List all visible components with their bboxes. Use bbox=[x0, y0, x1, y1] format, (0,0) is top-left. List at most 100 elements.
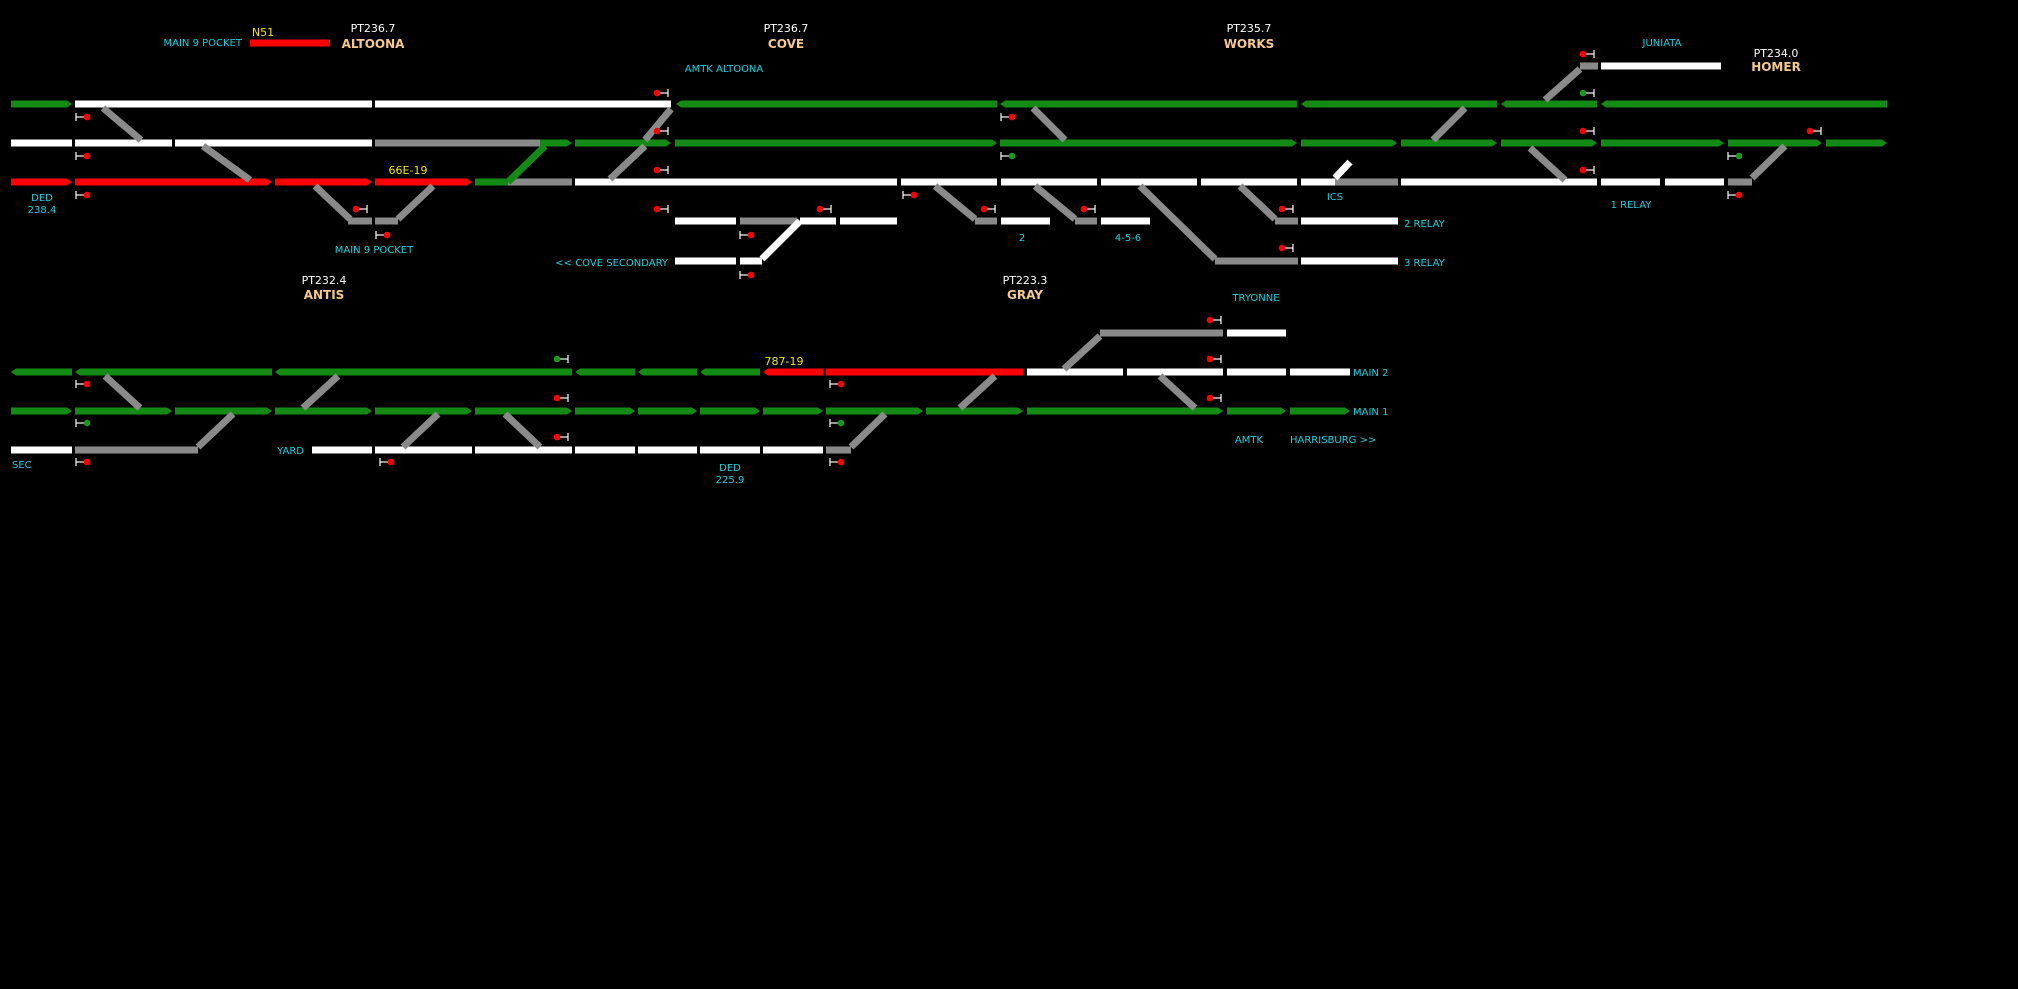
track-circuit-82[interactable] bbox=[700, 368, 760, 376]
track-circuit-98[interactable] bbox=[575, 407, 635, 415]
signal-21[interactable] bbox=[1579, 89, 1595, 97]
track-circuit-120[interactable] bbox=[400, 411, 441, 450]
signal-5[interactable] bbox=[653, 166, 669, 174]
track-circuit-63[interactable] bbox=[505, 143, 548, 185]
track-circuit-60[interactable] bbox=[200, 143, 253, 183]
signal-7[interactable] bbox=[352, 205, 368, 213]
track-circuit-22[interactable] bbox=[1501, 139, 1597, 147]
track-circuit-76[interactable] bbox=[1749, 143, 1788, 181]
cp-homer-name[interactable]: HOMER bbox=[1751, 60, 1801, 74]
track-circuit-121[interactable] bbox=[502, 411, 543, 450]
signal-19[interactable] bbox=[1278, 244, 1294, 252]
cp-gray-name[interactable]: GRAY bbox=[1007, 288, 1043, 302]
signal-17[interactable] bbox=[1080, 205, 1096, 213]
track-circuit-70[interactable] bbox=[1137, 183, 1218, 262]
track-circuit-80[interactable] bbox=[575, 368, 635, 376]
track-circuit-94[interactable] bbox=[175, 407, 272, 415]
signal-23[interactable] bbox=[1579, 166, 1595, 174]
track-circuit-106[interactable] bbox=[1290, 407, 1350, 415]
signal-24[interactable] bbox=[1806, 127, 1822, 135]
track-circuit-83[interactable] bbox=[763, 368, 823, 376]
track-circuit-77[interactable] bbox=[11, 368, 72, 376]
signal-34[interactable] bbox=[829, 380, 845, 388]
track-circuit-71[interactable] bbox=[1237, 183, 1278, 222]
track-circuit-20[interactable] bbox=[1301, 139, 1397, 147]
signal-31[interactable] bbox=[553, 355, 569, 363]
signal-10[interactable] bbox=[739, 231, 755, 239]
signal-28[interactable] bbox=[75, 419, 91, 427]
signal-33[interactable] bbox=[553, 433, 569, 441]
train-tag-787-19[interactable]: 787-19 bbox=[765, 355, 804, 368]
signal-29[interactable] bbox=[75, 458, 91, 466]
track-circuit-24[interactable] bbox=[1728, 139, 1822, 147]
track-circuit-74[interactable] bbox=[1542, 66, 1583, 103]
signal-16[interactable] bbox=[980, 205, 996, 213]
track-circuit-25[interactable] bbox=[1826, 139, 1887, 147]
signal-27[interactable] bbox=[75, 380, 91, 388]
cp-antis-name[interactable]: ANTIS bbox=[304, 288, 345, 302]
track-circuit-124[interactable] bbox=[1157, 373, 1198, 411]
train-tag-n51[interactable]: N51 bbox=[252, 26, 274, 39]
signal-22[interactable] bbox=[1579, 127, 1595, 135]
track-circuit-95[interactable] bbox=[275, 407, 372, 415]
signal-14[interactable] bbox=[1000, 152, 1016, 160]
signal-25[interactable] bbox=[1727, 152, 1743, 160]
signal-26[interactable] bbox=[1727, 191, 1743, 199]
signal-8[interactable] bbox=[375, 231, 391, 239]
signal-18[interactable] bbox=[1278, 205, 1294, 213]
track-circuit-91[interactable] bbox=[1061, 333, 1103, 372]
track-circuit-18[interactable] bbox=[675, 139, 997, 147]
track-circuit-62[interactable] bbox=[395, 183, 436, 222]
track-circuit-122[interactable] bbox=[848, 411, 888, 450]
track-circuit-26[interactable] bbox=[11, 178, 72, 186]
track-circuit-2[interactable] bbox=[11, 100, 72, 108]
signal-20[interactable] bbox=[1579, 50, 1595, 58]
signal-1[interactable] bbox=[653, 89, 669, 97]
track-circuit-123[interactable] bbox=[957, 373, 998, 411]
track-circuit-64[interactable] bbox=[607, 143, 648, 182]
track-circuit-75[interactable] bbox=[1527, 145, 1568, 183]
track-circuit-72[interactable] bbox=[1332, 159, 1353, 181]
track-circuit-96[interactable] bbox=[375, 407, 472, 415]
signal-3[interactable] bbox=[653, 127, 669, 135]
cp-cove-name[interactable]: COVE bbox=[768, 37, 804, 51]
signal-35[interactable] bbox=[829, 419, 845, 427]
track-circuit-66[interactable] bbox=[759, 218, 803, 262]
track-circuit-99[interactable] bbox=[638, 407, 697, 415]
signal-38[interactable] bbox=[1206, 355, 1222, 363]
track-circuit-23[interactable] bbox=[1601, 139, 1724, 147]
signal-2[interactable] bbox=[75, 113, 91, 121]
track-circuit-6[interactable] bbox=[1000, 100, 1297, 108]
track-circuit-117[interactable] bbox=[102, 373, 143, 411]
track-circuit-93[interactable] bbox=[75, 407, 172, 415]
track-circuit-118[interactable] bbox=[195, 411, 236, 450]
signal-32[interactable] bbox=[553, 394, 569, 402]
track-circuit-100[interactable] bbox=[700, 407, 760, 415]
track-circuit-27[interactable] bbox=[75, 178, 272, 186]
track-circuit-119[interactable] bbox=[300, 373, 341, 411]
track-circuit-79[interactable] bbox=[275, 368, 572, 376]
signal-4[interactable] bbox=[75, 152, 91, 160]
track-circuit-65[interactable] bbox=[642, 106, 674, 143]
signal-13[interactable] bbox=[1000, 113, 1016, 121]
track-circuit-5[interactable] bbox=[676, 100, 997, 108]
track-circuit-73[interactable] bbox=[1430, 105, 1468, 143]
track-circuit-97[interactable] bbox=[475, 407, 572, 415]
track-circuit-59[interactable] bbox=[100, 105, 144, 143]
train-tag-66e-19[interactable]: 66E-19 bbox=[389, 164, 428, 177]
signal-30[interactable] bbox=[379, 458, 395, 466]
signal-36[interactable] bbox=[829, 458, 845, 466]
signal-12[interactable] bbox=[739, 271, 755, 279]
signal-6[interactable] bbox=[75, 191, 91, 199]
track-circuit-7[interactable] bbox=[1301, 100, 1497, 108]
signal-9[interactable] bbox=[653, 205, 669, 213]
cp-works-name[interactable]: WORKS bbox=[1224, 37, 1275, 51]
track-circuit-9[interactable] bbox=[1601, 100, 1887, 108]
track-circuit-19[interactable] bbox=[1000, 139, 1297, 147]
signal-15[interactable] bbox=[902, 191, 918, 199]
signal-11[interactable] bbox=[816, 205, 832, 213]
track-circuit-68[interactable] bbox=[1030, 105, 1068, 143]
track-circuit-67[interactable] bbox=[932, 183, 978, 222]
track-circuit-29[interactable] bbox=[375, 178, 472, 186]
track-circuit-17[interactable] bbox=[575, 139, 671, 147]
